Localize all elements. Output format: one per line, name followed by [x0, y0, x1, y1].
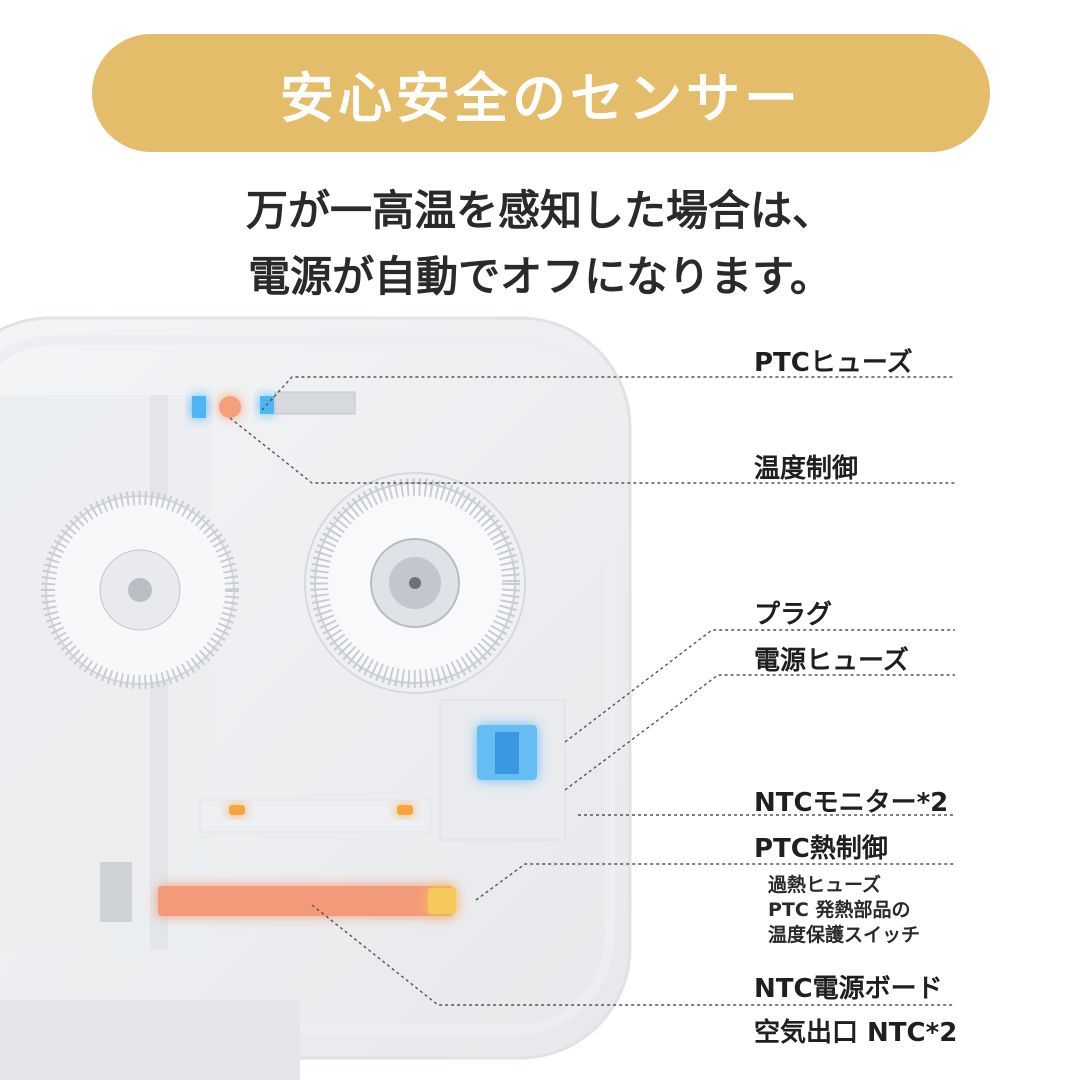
power-fuse-part [477, 725, 537, 780]
ptc-heater-bar [158, 886, 456, 916]
label-ptc-heat-control: PTC熱制御 [754, 834, 888, 864]
label-temp-control: 温度制御 [754, 454, 859, 484]
device-housing [0, 316, 632, 1080]
banner-title: 安心安全のセンサー [280, 66, 802, 130]
label-ntc-power-board: NTC電源ボード [754, 974, 943, 1004]
right-blower-fan [304, 472, 526, 694]
label-ntc-monitor: NTCモニター*2 [754, 788, 949, 818]
sublabel-overheat-fuse: 過熱ヒューズ [768, 874, 882, 896]
ntc-monitor-leds [229, 805, 413, 815]
label-power-fuse: 電源ヒューズ [754, 646, 909, 676]
headline-line-1: 万が一高温を感知した場合は、 [245, 186, 834, 235]
left-blower-fan [41, 491, 239, 689]
label-plug: プラグ [754, 600, 833, 630]
title-banner: 安心安全のセンサー [92, 34, 990, 152]
sublabel-temp-switch: 温度保護スイッチ [768, 924, 921, 946]
label-air-outlet-ntc: 空気出口 NTC*2 [754, 1018, 958, 1048]
headline: 万が一高温を感知した場合は、 電源が自動でオフになります。 [0, 178, 1080, 310]
headline-line-2: 電源が自動でオフになります。 [248, 252, 832, 301]
label-ptc-fuse: PTCヒューズ [754, 348, 913, 378]
sublabel-ptc-element: PTC 発熱部品の [768, 899, 911, 921]
callout-lines [229, 376, 955, 1006]
